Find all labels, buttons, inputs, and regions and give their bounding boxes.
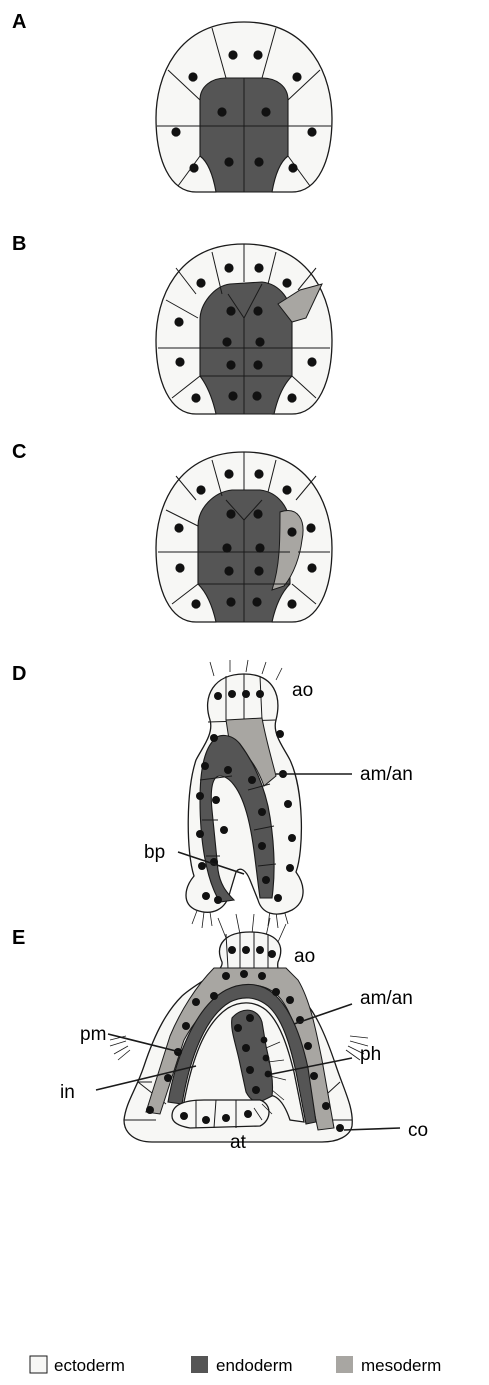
embryo-a <box>156 22 332 192</box>
label-am-an: am/an <box>360 988 413 1009</box>
label-bp: bp <box>144 842 165 863</box>
label-ph: ph <box>360 1044 381 1065</box>
label-ao: ao <box>292 680 313 701</box>
panel-letter-a: A <box>12 11 26 33</box>
legend-label-mesoderm: mesoderm <box>361 1356 441 1375</box>
label-at: at <box>230 1132 247 1153</box>
legend-label-endoderm: endoderm <box>216 1356 293 1375</box>
embryo-c <box>156 452 332 622</box>
leader-co <box>344 1128 400 1130</box>
panel-letter-e: E <box>12 927 25 949</box>
label-co: co <box>408 1120 428 1141</box>
panel-letter-b: B <box>12 233 26 255</box>
label-pm: pm <box>80 1024 106 1045</box>
label-ao: ao <box>294 946 315 967</box>
legend-label-ectoderm: ectoderm <box>54 1356 125 1375</box>
legend-item-ectoderm: ectoderm <box>30 1356 125 1375</box>
embryo-e <box>110 914 368 1142</box>
embryo-d <box>186 660 303 928</box>
legend-item-mesoderm: mesoderm <box>336 1356 441 1375</box>
legend: ectoderm endoderm mesoderm <box>30 1356 441 1375</box>
legend-item-endoderm: endoderm <box>191 1356 293 1375</box>
legend-swatch-ectoderm <box>30 1356 47 1373</box>
legend-swatch-mesoderm <box>336 1356 353 1373</box>
legend-swatch-endoderm <box>191 1356 208 1373</box>
label-in: in <box>60 1082 75 1103</box>
panel-letter-c: C <box>12 441 26 463</box>
panel-letter-d: D <box>12 663 26 685</box>
embryo-b <box>156 244 332 414</box>
label-am-an: am/an <box>360 764 413 785</box>
